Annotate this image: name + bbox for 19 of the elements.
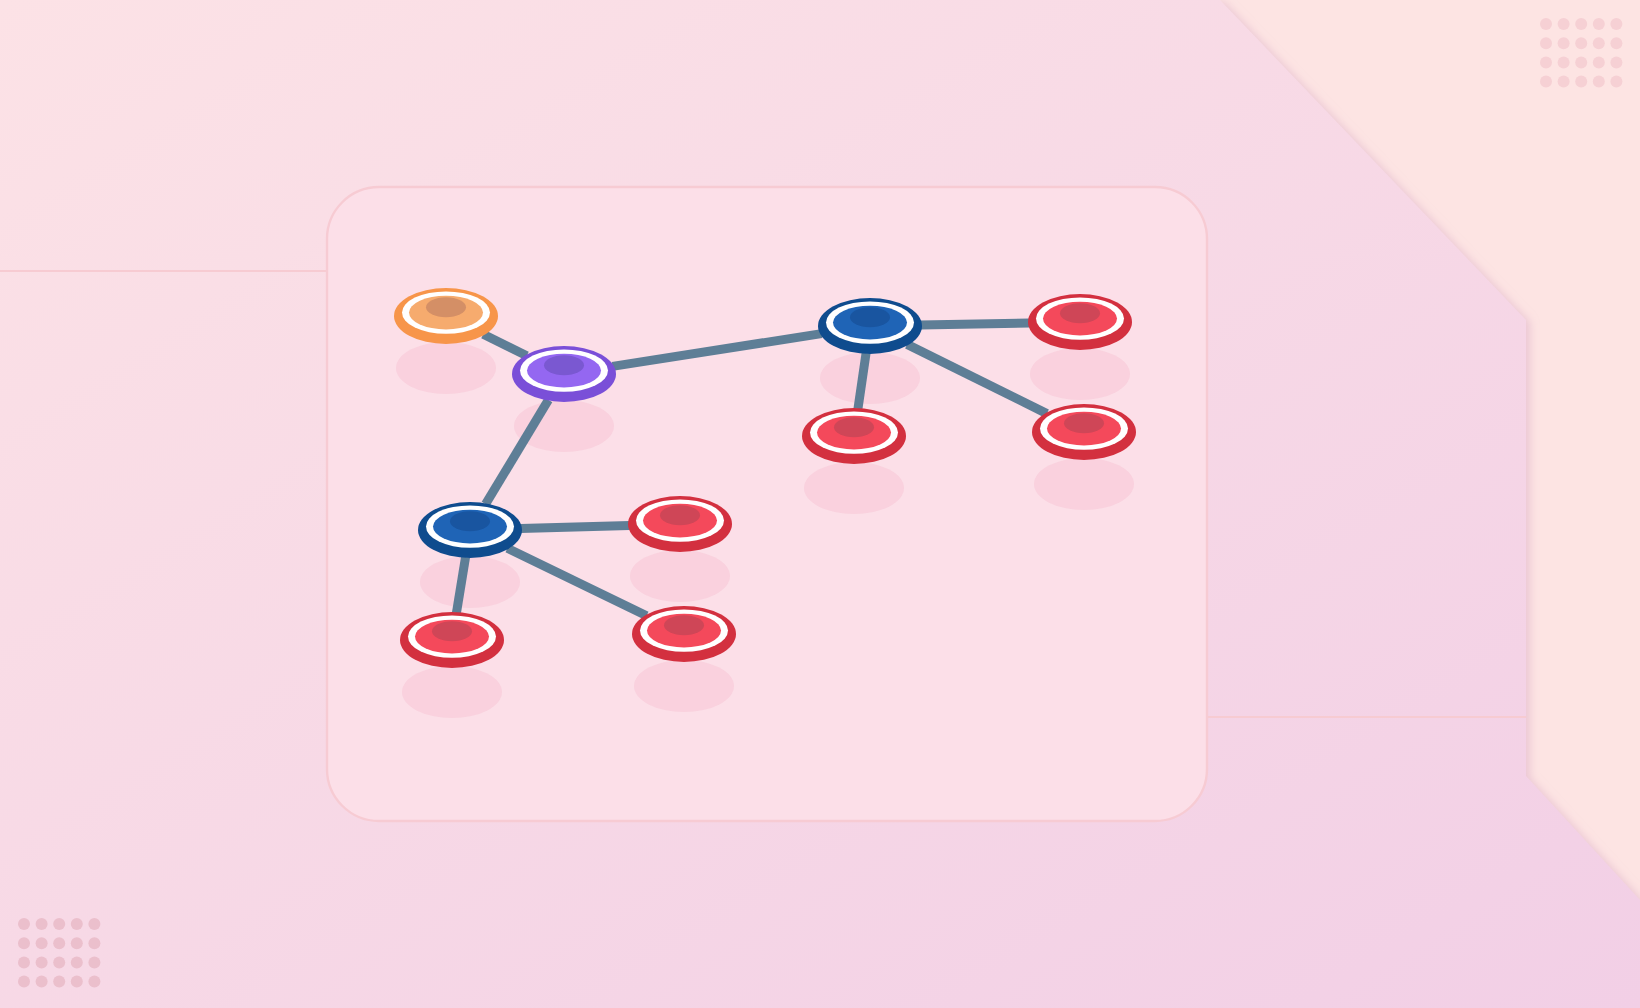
disc-node xyxy=(394,288,498,344)
disc-node xyxy=(512,346,616,402)
connector-line xyxy=(920,318,1030,330)
connector-line xyxy=(611,329,823,371)
connector-line xyxy=(520,520,630,534)
disc-node xyxy=(818,298,922,354)
disc-node xyxy=(400,612,504,668)
connector-line xyxy=(853,352,871,410)
disc-node xyxy=(632,606,736,662)
connector-line xyxy=(505,544,649,620)
disc-node xyxy=(628,496,732,552)
disc-node xyxy=(418,502,522,558)
connector-line xyxy=(905,340,1049,418)
connector-line xyxy=(481,397,553,507)
connector-line xyxy=(481,330,529,360)
disc-node xyxy=(802,408,906,464)
disc-node xyxy=(1028,294,1132,350)
connector-line xyxy=(452,556,470,614)
disc-node xyxy=(1032,404,1136,460)
